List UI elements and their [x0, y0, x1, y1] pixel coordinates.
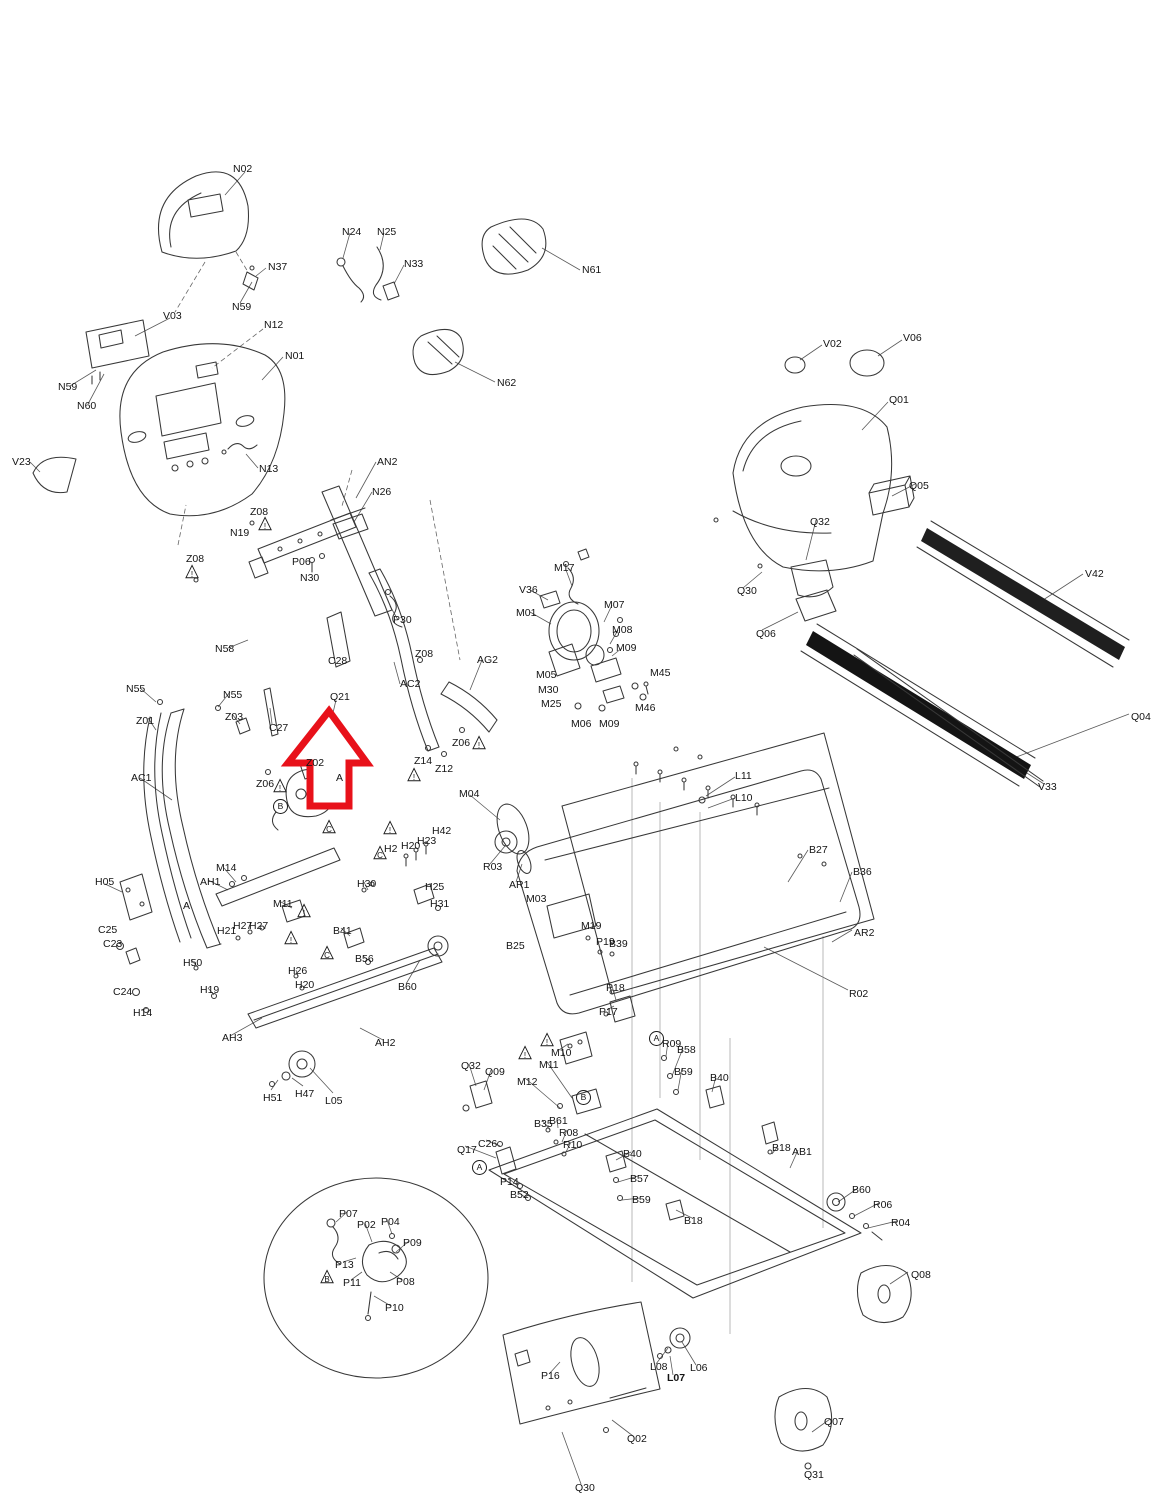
highlight-arrow [280, 705, 374, 810]
parts-artwork [32, 171, 1130, 1470]
leader-lines [29, 171, 1130, 1485]
alignment-lines [631, 778, 824, 1334]
construction-lines [174, 251, 461, 661]
